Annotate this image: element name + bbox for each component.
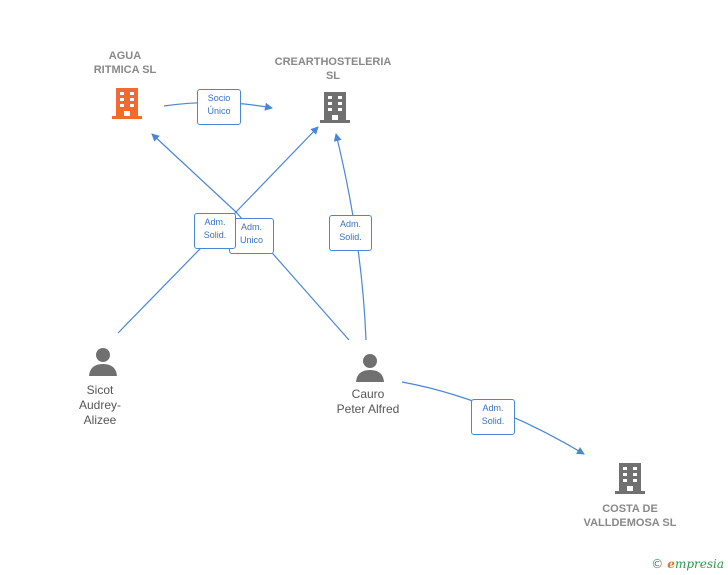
brand-initial: e bbox=[667, 557, 675, 571]
company-crear-label: CREARTHOSTELERIA SL bbox=[274, 56, 392, 82]
edge-label-adm-solid-2[interactable]: Adm. Solid. bbox=[329, 215, 372, 251]
building-icon[interactable] bbox=[112, 86, 142, 125]
edge-label-adm-solid-3[interactable]: Adm. Solid. bbox=[471, 399, 515, 435]
edge-label-socio-unico[interactable]: Socio Único bbox=[197, 89, 241, 125]
brand-footer: ©empresia bbox=[651, 557, 724, 571]
building-icon[interactable] bbox=[319, 90, 351, 129]
edge-cauro-to-crear-cross bbox=[235, 126, 350, 341]
edge-label-adm-solid-1[interactable]: Adm. Solid. bbox=[194, 213, 236, 249]
company-costa-label: COSTA DE VALLDEMOSA SL bbox=[583, 503, 677, 529]
person-icon[interactable] bbox=[355, 352, 385, 387]
person-cauro-label: Cauro Peter Alfred bbox=[336, 387, 400, 416]
edge-label-adm-unico[interactable]: Adm. Unico bbox=[229, 218, 274, 254]
building-icon[interactable] bbox=[614, 461, 646, 500]
person-icon[interactable] bbox=[88, 346, 118, 381]
brand-name: mpresia bbox=[674, 557, 724, 571]
person-sicot-label: Sicot Audrey- Alizee bbox=[78, 383, 122, 427]
copyright-icon: © bbox=[651, 557, 664, 571]
company-agua-label: AGUA RITMICA SL bbox=[93, 50, 157, 76]
